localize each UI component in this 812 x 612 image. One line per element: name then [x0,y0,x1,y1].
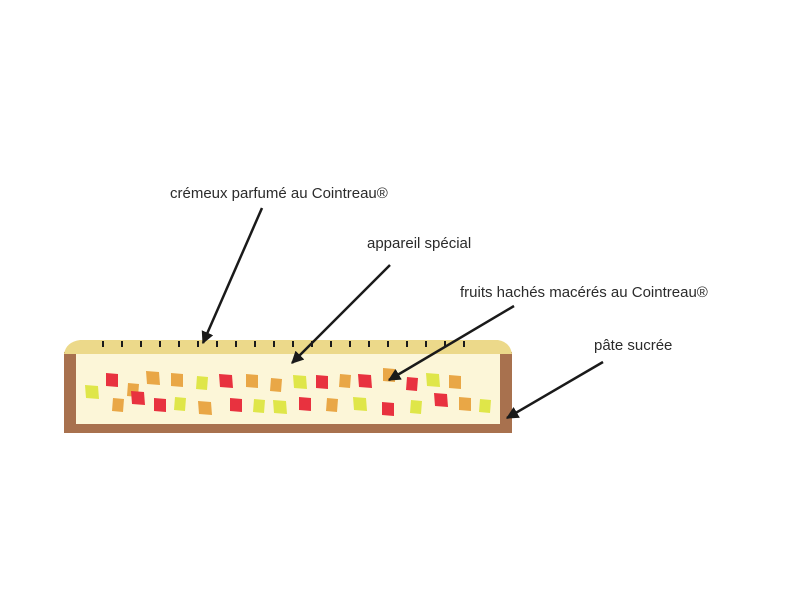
fruit-piece [316,375,328,389]
fruit-piece [146,371,160,385]
fruit-piece [382,402,394,416]
fruit-pieces [85,368,491,416]
fruit-piece [174,397,186,411]
fruit-piece [230,398,242,412]
pate-label: pâte sucrée [594,337,672,354]
fruit-piece [293,375,307,389]
fruits-label: fruits hachés macérés au Cointreau® [460,284,708,301]
fruit-piece [270,378,282,392]
cremeux-layer [64,340,512,354]
fruit-piece [410,400,422,414]
fruit-piece [358,374,372,388]
fruit-piece [219,374,233,388]
fruit-piece [106,373,118,387]
fruit-piece [339,374,351,388]
fruit-piece [299,397,311,411]
fruit-piece [479,399,491,413]
fruit-piece [353,397,367,411]
fruit-piece [253,399,265,413]
cremeux-arrow [201,207,264,345]
appareil-label: appareil spécial [367,235,471,252]
fruit-piece [198,401,212,415]
fruit-piece [426,373,440,387]
fruit-piece [131,391,145,405]
fruit-piece [434,393,448,407]
appareil-filling [76,353,500,424]
cremeux-texture-ticks [102,341,465,347]
cremeux-label: crémeux parfumé au Cointreau® [170,185,388,202]
fruit-piece [459,397,471,411]
fruit-piece [85,385,99,399]
fruit-piece [273,400,287,414]
fruits-arrow [387,304,515,382]
fruit-piece [449,375,461,389]
pate-arrow [505,360,604,420]
fruit-piece [246,374,258,388]
fruit-piece [196,376,208,390]
fruit-piece [326,398,338,412]
fruit-piece [154,398,166,412]
fruit-piece [406,377,418,391]
fruit-piece [171,373,183,387]
appareil-arrow [291,264,391,364]
fruit-piece [112,398,124,412]
